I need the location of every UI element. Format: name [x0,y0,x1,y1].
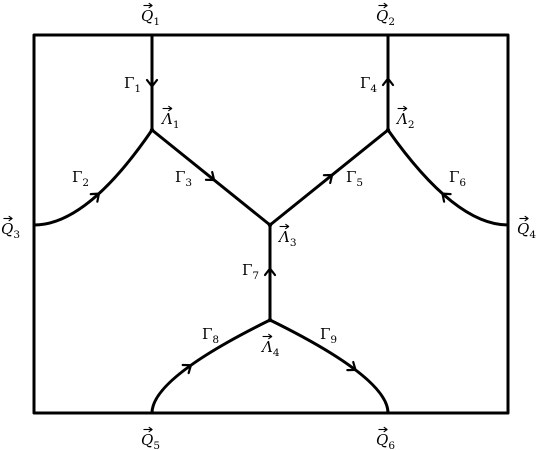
vertex-lambda1 [149,127,155,133]
label-gamma7: Γ7 [242,261,259,282]
label-gamma9: Γ9 [320,325,337,346]
label-gamma3: Γ3 [175,168,192,189]
arrow-gamma6 [441,192,452,203]
label-gamma4: Γ4 [360,74,377,95]
vector-arrow-head [168,105,173,112]
vector-arrow-head [285,223,290,230]
edge-gamma5 [268,128,390,227]
label-q5: Q5 [141,431,160,450]
edge-gamma3 [150,128,272,227]
vertex-lambda3 [267,222,273,228]
label-gamma6: Γ6 [449,168,466,189]
vector-arrow-head [268,333,273,340]
label-lambda3: Λ3 [277,228,297,249]
arrows-group [89,77,452,375]
edge-gamma2 [32,128,154,227]
edge-gamma6 [386,128,510,227]
vector-arrow-head [383,2,388,9]
arrow-gamma4 [381,77,395,87]
arrow-gamma9 [346,360,357,372]
vector-arrow-head [383,426,388,433]
arrow-gamma1 [145,78,159,88]
vector-arrow-head [403,105,408,112]
label-q4: Q4 [517,220,536,241]
label-q2: Q2 [376,7,395,28]
arrow-gamma3 [204,170,216,182]
label-gamma1: Γ1 [124,74,141,95]
label-gamma2: Γ2 [72,168,89,189]
label-q3: Q3 [1,220,20,241]
label-gamma8: Γ8 [202,325,219,346]
arrow-gamma7 [263,267,277,277]
vector-arrow-head [148,2,153,9]
label-q1: Q1 [141,7,160,28]
label-lambda1: Λ1 [160,110,180,131]
vertex-lambda2 [385,127,391,133]
label-lambda4: Λ4 [260,338,280,359]
vector-arrow-head [148,426,153,433]
vertex-lambda4 [267,317,273,323]
label-gamma5: Γ5 [346,168,363,189]
arrow-gamma2 [89,192,101,203]
vector-arrow-head [524,215,529,222]
nodes-group [149,127,391,323]
edge-gamma8 [150,318,272,415]
label-lambda2: Λ2 [395,110,415,131]
label-q6: Q6 [376,431,395,450]
edge-gamma9 [268,318,390,415]
vector-arrow-head [8,215,13,222]
arrow-gamma8 [181,363,193,375]
edges-group [32,33,510,415]
arrow-gamma5 [322,173,334,185]
